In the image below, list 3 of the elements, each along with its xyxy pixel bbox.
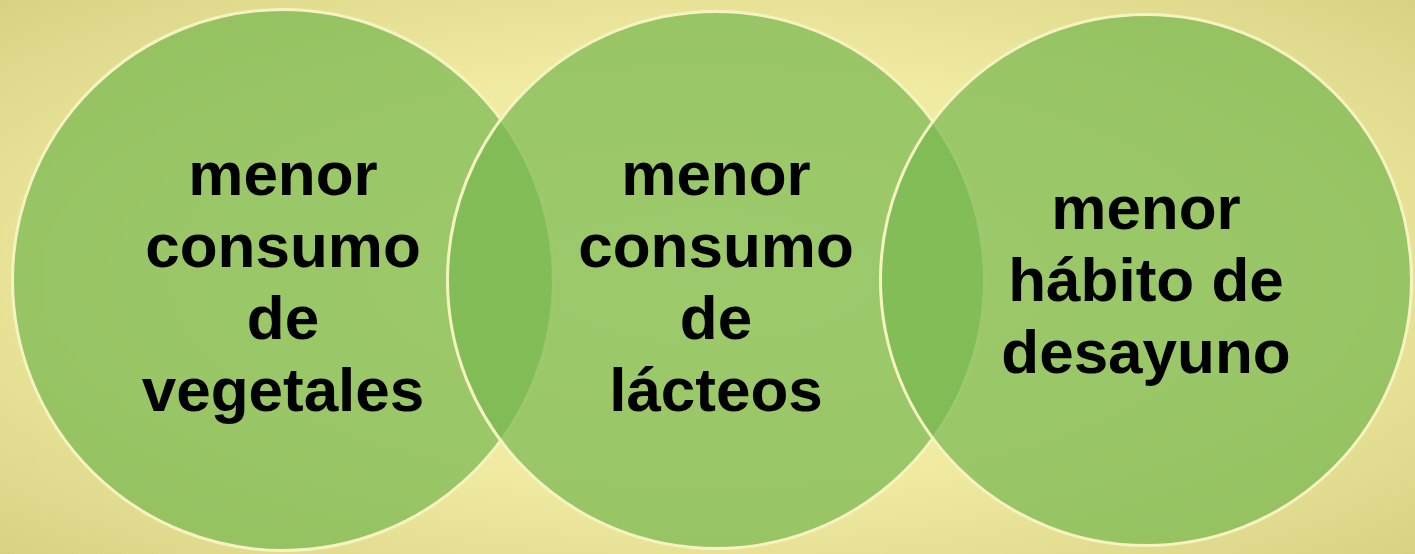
circle-label: menor consumo de vegetales bbox=[140, 138, 426, 426]
circle-label: menor hábito de desayuno bbox=[1000, 172, 1292, 388]
circle-label: menor consumo de lácteos bbox=[577, 138, 855, 426]
